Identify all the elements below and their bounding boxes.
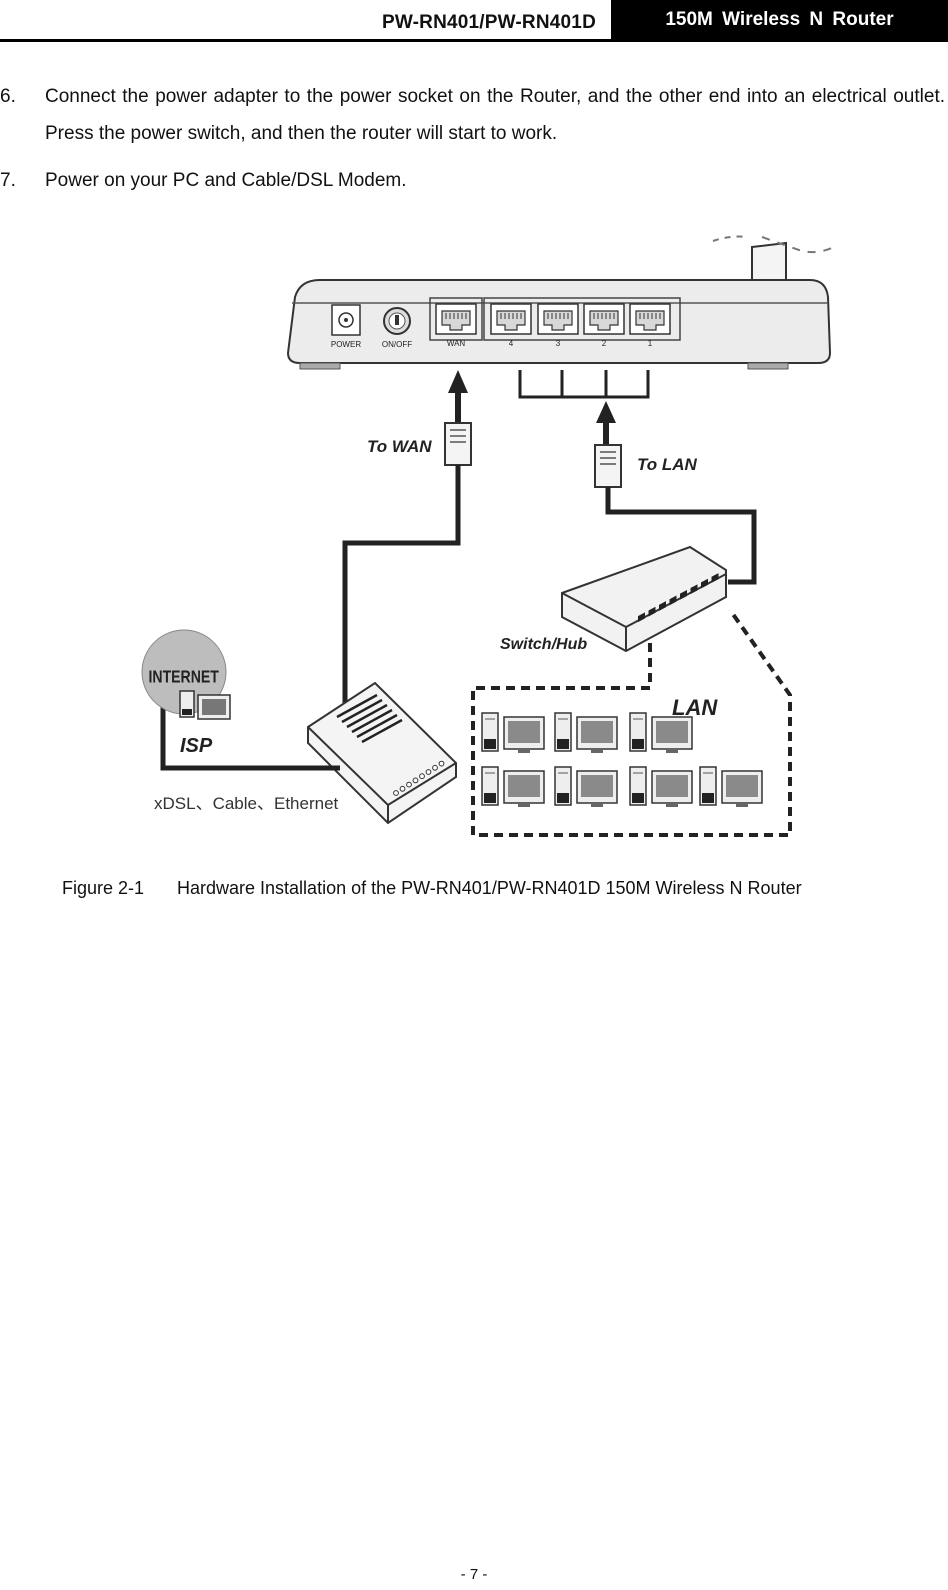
- page-number: - 7 -: [460, 1566, 488, 1583]
- lan-computer: [481, 712, 545, 753]
- rj45-port: [583, 303, 625, 335]
- internet-label: INTERNET: [149, 668, 220, 687]
- modem-led: [406, 781, 412, 788]
- rj45-port: [490, 303, 532, 335]
- lan-computer: [699, 766, 763, 807]
- modem-led: [438, 760, 445, 767]
- port-label-4: 4: [509, 339, 514, 348]
- connection-types-label: xDSL、Cable、Ethernet: [154, 794, 339, 813]
- hub-port: [711, 573, 719, 583]
- header-product: 150M Wireless N Router: [611, 0, 948, 40]
- lan-computer: [554, 766, 618, 807]
- port-label-power: POWER: [331, 340, 361, 349]
- hub-port: [638, 612, 645, 623]
- header-rule: [0, 39, 948, 42]
- modem: [307, 681, 457, 825]
- figure-number: Figure 2-1: [62, 878, 145, 898]
- lan-cable: [594, 401, 757, 585]
- lan-dashed-links: [471, 608, 792, 837]
- to-wan-label: To WAN: [367, 437, 432, 456]
- step-number: 7.: [0, 170, 16, 191]
- port-label-3: 3: [556, 339, 561, 348]
- to-lan-label: To LAN: [637, 455, 698, 474]
- lan-port-bracket: [518, 370, 650, 399]
- isp-cable: [160, 692, 340, 771]
- isp-label: ISP: [180, 735, 213, 757]
- port-label-1: 1: [648, 339, 653, 348]
- lan-computers: [481, 712, 763, 807]
- hub-port: [680, 589, 687, 600]
- wan-cable: [342, 370, 472, 770]
- lan-label: LAN: [672, 695, 718, 720]
- step-7: 7. Power on your PC and Cable/DSL Modem.: [0, 162, 945, 199]
- modem-led: [412, 777, 419, 784]
- hub-port: [648, 606, 656, 617]
- modem-led: [432, 764, 438, 771]
- port-label-wan: WAN: [447, 339, 466, 348]
- port-label-2: 2: [602, 339, 607, 348]
- step-text: Connect the power adapter to the power s…: [45, 86, 945, 144]
- page-header: PW-RN401/PW-RN401D 150M Wireless N Route…: [0, 0, 948, 42]
- header-model: PW-RN401/PW-RN401D: [382, 12, 596, 33]
- port-label-onoff: ON/OFF: [382, 340, 412, 349]
- modem-leds: [393, 760, 445, 796]
- figure-caption: Figure 2-1 Hardware Installation of the P…: [62, 878, 802, 899]
- step-text: Power on your PC and Cable/DSL Modem.: [45, 170, 407, 191]
- step-number: 6.: [0, 86, 16, 107]
- step-6: 6. Connect the power adapter to the powe…: [0, 78, 945, 152]
- lan-computer: [629, 712, 693, 753]
- hub-port: [701, 578, 708, 589]
- hub-port: [669, 595, 677, 606]
- lan-computer: [481, 766, 545, 807]
- modem-led: [399, 785, 406, 792]
- modem-led: [425, 769, 432, 775]
- modem-led: [393, 790, 399, 796]
- switch-hub-ports: [638, 573, 719, 623]
- internet-isp: [141, 629, 231, 720]
- switch-hub-label: Switch/Hub: [500, 636, 587, 653]
- figure-caption-text: Hardware Installation of the PW-RN401/PW…: [177, 878, 802, 898]
- hub-port: [690, 584, 698, 595]
- modem-led: [419, 773, 425, 780]
- router: POWER ON/OFF WAN 4 3 2 1: [286, 279, 832, 370]
- ethernet-ports: [435, 303, 671, 335]
- rj45-port: [629, 303, 671, 335]
- rj45-port: [435, 303, 477, 335]
- lan-computer: [629, 766, 693, 807]
- lan-computer: [554, 712, 618, 753]
- hardware-installation-diagram: POWER ON/OFF WAN 4 3 2 1: [130, 225, 860, 850]
- hub-port: [659, 601, 666, 611]
- rj45-port: [537, 303, 579, 335]
- switch-hub: [561, 545, 727, 653]
